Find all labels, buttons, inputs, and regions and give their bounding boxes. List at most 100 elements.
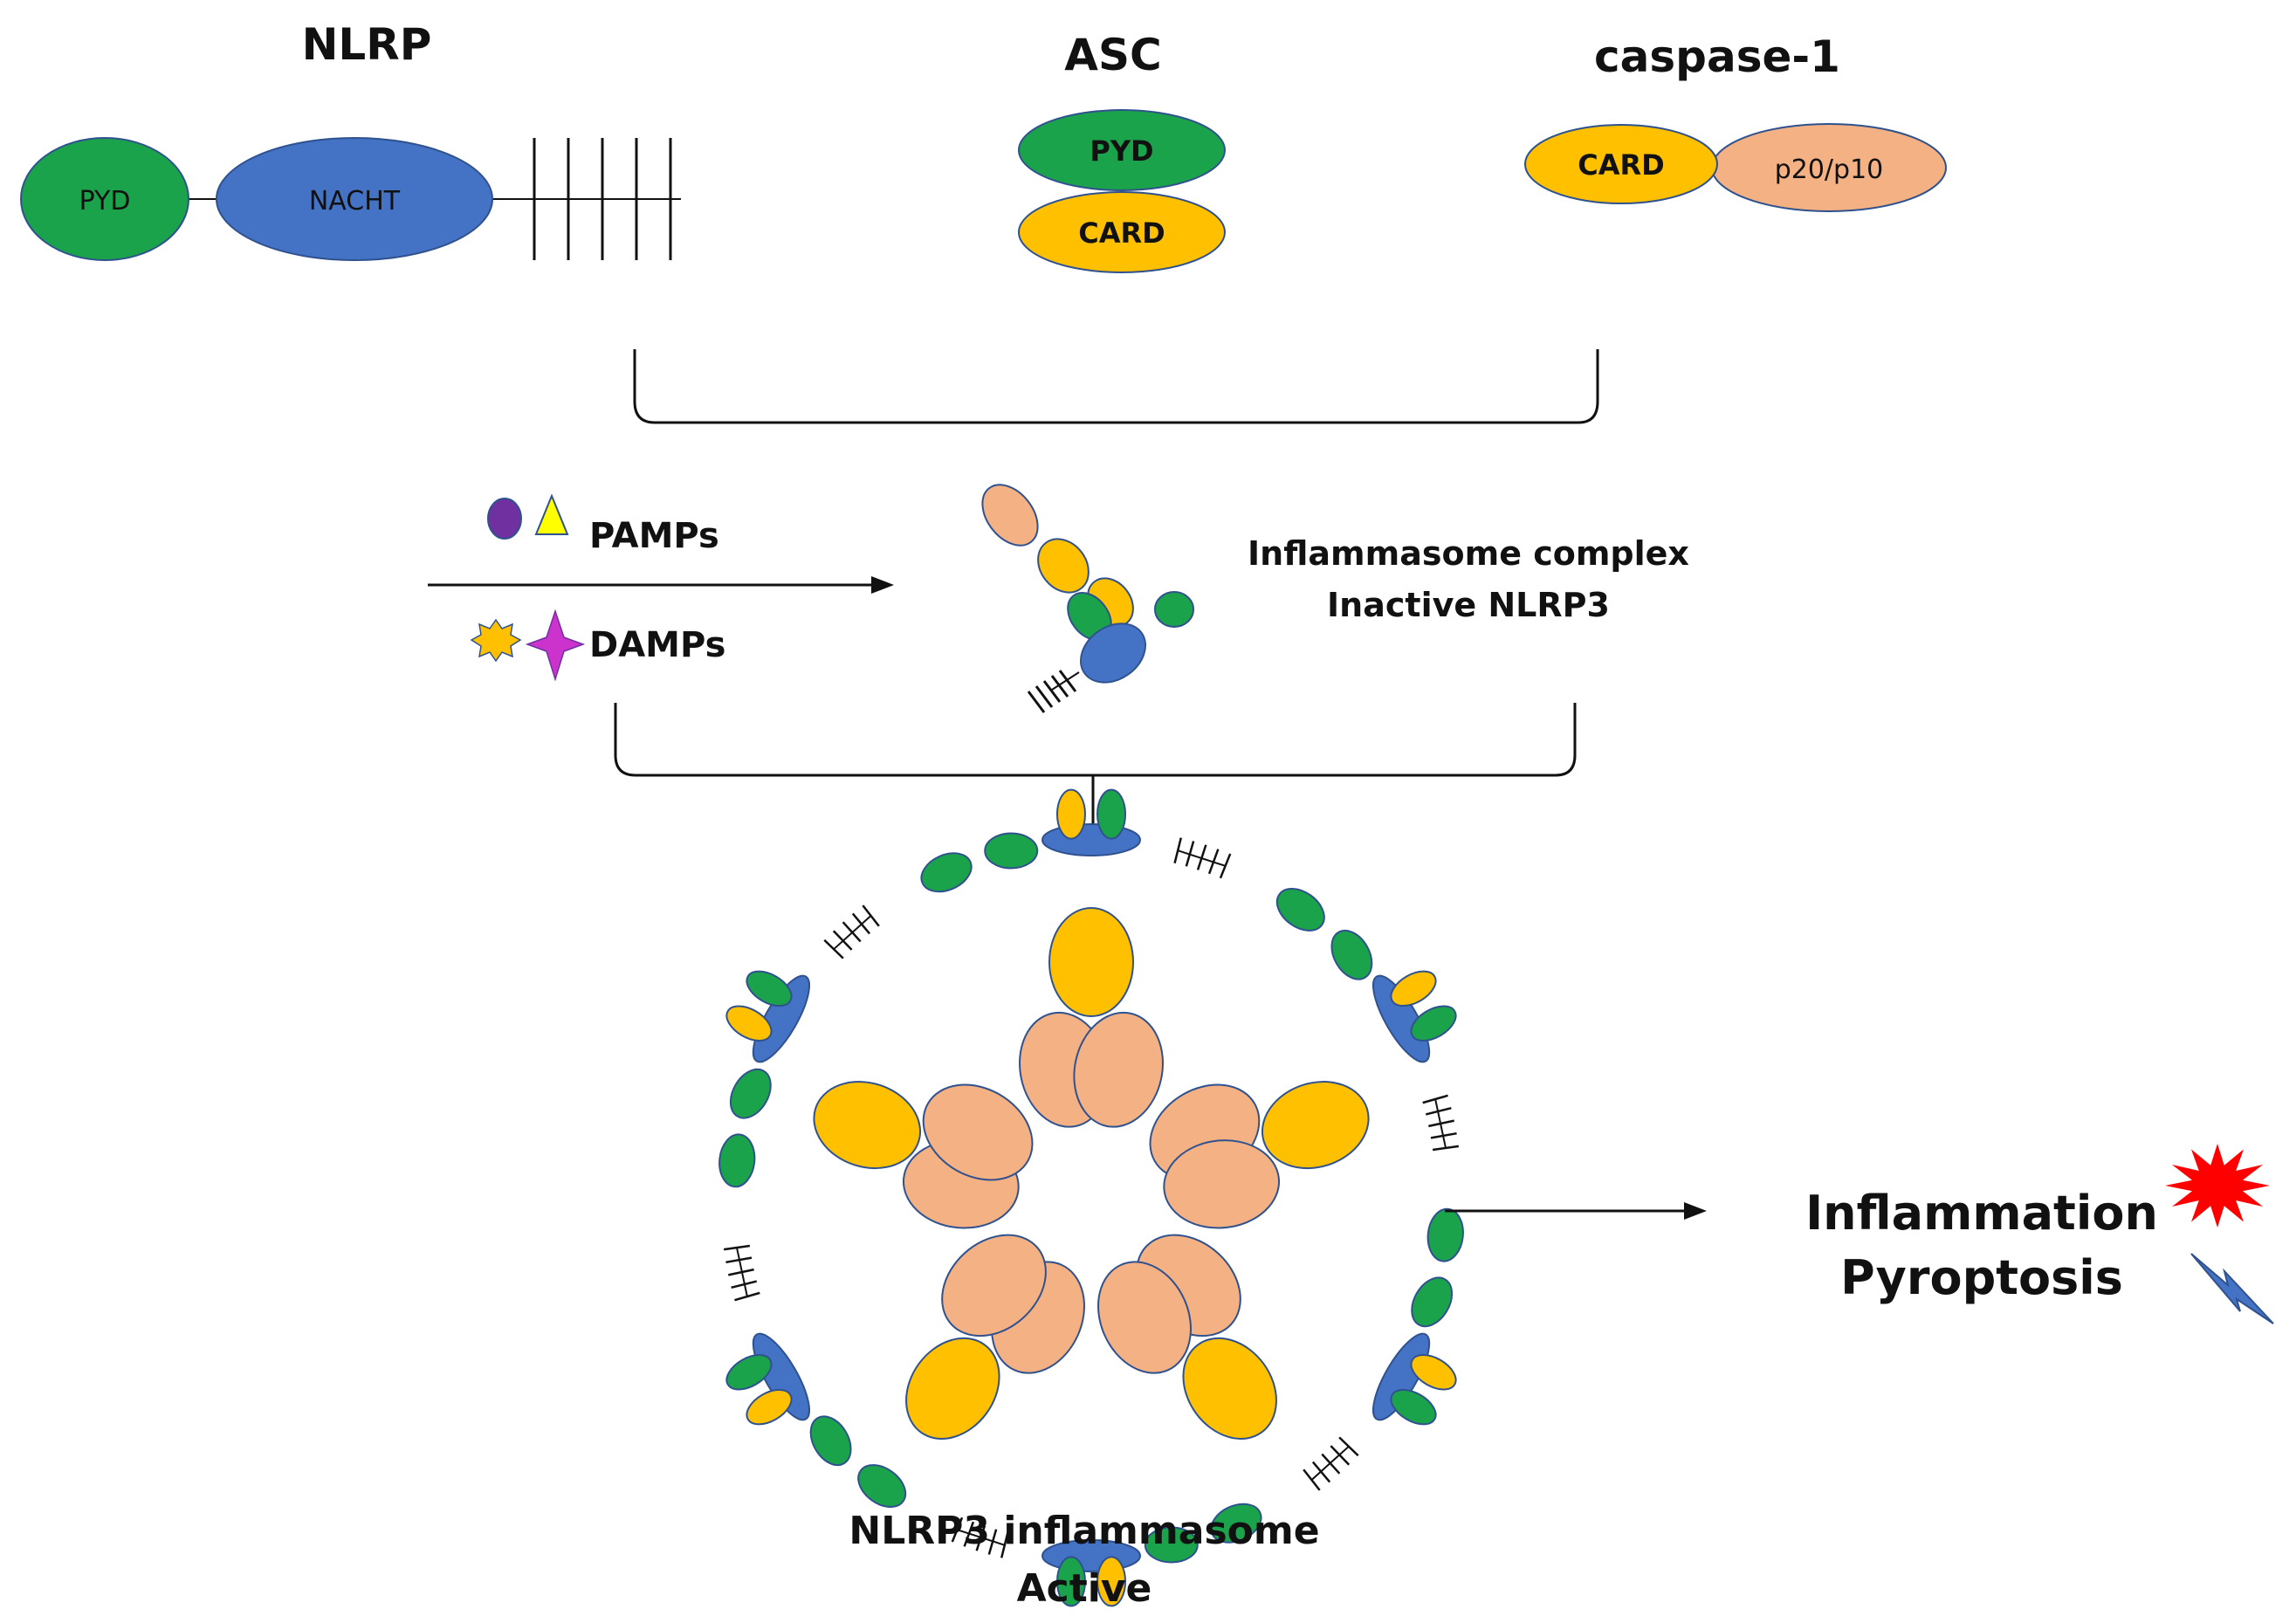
inflammation-burst-icon [2165, 1144, 2270, 1228]
active-label-line2: Active [1017, 1566, 1152, 1611]
nlrp3-pyd-domain [1426, 1207, 1464, 1262]
asc-card-domain [1410, 1354, 1457, 1391]
caspase-p20p10-petal [941, 1234, 1047, 1338]
caspase1-card-domain [1524, 124, 1718, 204]
asc-pyd-domain [1018, 109, 1226, 191]
nlrp3-lrr-repeat [963, 1521, 975, 1547]
nlrp3-lrr-repeat [851, 912, 871, 935]
asc-pyd-domain [1096, 788, 1127, 840]
caspase1-title: caspase-1 [1594, 31, 1840, 82]
nlrp3-pyd-domain [1275, 887, 1325, 932]
active-label-line1: NLRP3 inflammasome [849, 1509, 1319, 1553]
nlrp-pyd-label: PYD [79, 186, 131, 217]
caspase-card-domain [1261, 1081, 1370, 1170]
nlrp3-pyd-domain [920, 852, 973, 893]
nlrp3-lrr-repeat [1430, 1131, 1457, 1139]
nlrp3-lrr-repeat [723, 1244, 751, 1251]
caspase-card-domain [1048, 907, 1134, 1017]
nlrp3-lrr-repeat [734, 1291, 760, 1302]
nlrp3-nacht-domain [752, 1332, 810, 1421]
nlrp3-lrr-repeat [731, 1280, 758, 1289]
asc-pyd-label: PYD [1090, 134, 1153, 168]
nlrp3-pyd-domain [1411, 1276, 1454, 1328]
asc-card-domain [725, 1005, 773, 1042]
damp-star-icon [470, 618, 522, 663]
nlrp3-lrr-repeat [842, 921, 862, 943]
pyroptosis-bolt-icon [2190, 1253, 2274, 1324]
asc-pyd-domain [1055, 1556, 1086, 1607]
damp-cross-icon [525, 609, 586, 682]
burst-shape [2165, 1144, 2270, 1228]
asc-pyd-domain [746, 970, 793, 1007]
nlrp3-nacht-domain [1372, 1332, 1431, 1421]
nlrp3-pyd-domain [718, 1133, 756, 1188]
nlrp3-lrr-repeat [728, 1268, 754, 1276]
nlrp3-nacht-domain [1041, 823, 1141, 856]
caspase-p20p10-petal [1163, 1139, 1281, 1229]
asc-card-domain [1390, 970, 1437, 1007]
nlrp3-lrr-repeat [1425, 1106, 1452, 1116]
asc-pyd-domain [725, 1354, 773, 1391]
nlrp3-nacht-domain [752, 974, 810, 1063]
nlrp3-lrr-repeat [1311, 1461, 1331, 1483]
nlrp-title: NLRP [302, 19, 432, 70]
nlrp3-lrr-repeat [1330, 1445, 1351, 1466]
inactive-complex-icon [981, 484, 1194, 713]
asc-card-domain [1096, 1556, 1127, 1607]
bottom-bracket [614, 703, 1577, 777]
caspase-card-domain [1182, 1337, 1277, 1440]
pamp-circle-icon [487, 498, 522, 540]
caspase-card-domain [905, 1337, 1000, 1440]
caspase1-card-label: CARD [1578, 148, 1664, 182]
nlrp-nacht-domain [216, 137, 493, 261]
output-arrow-head [1684, 1202, 1707, 1220]
nlrp3-lrr-repeat [1219, 853, 1232, 879]
nlrp-lrr-repeats [533, 138, 672, 260]
nlrp3-lrr-repeat [862, 904, 880, 927]
nlrp3-lrr-repeat [1338, 1436, 1359, 1457]
damps-label: DAMPs [589, 625, 725, 665]
top-bracket [633, 349, 1599, 424]
nlrp3-pyd-domain [984, 832, 1039, 870]
nlrp3-lrr-repeat [725, 1256, 753, 1264]
nlrp3-lrr-repeat [1432, 1145, 1460, 1152]
nlrp3-lrr-repeat [1196, 844, 1207, 870]
nlrp3-lrr-repeat [823, 939, 844, 959]
asc-title: ASC [1064, 30, 1161, 80]
nlrp3-lrr-repeat [1173, 837, 1183, 864]
nlrp3-pyd-domain [729, 1068, 772, 1119]
asc-card-label: CARD [1078, 217, 1165, 250]
active-inflammasome-ring [718, 788, 1464, 1607]
nlrp3-pyd-domain [809, 1415, 852, 1467]
nlrp3-lrr-repeat [1207, 849, 1220, 875]
nlrp3-lrr-repeat [832, 930, 853, 951]
pamps-label: PAMPs [589, 516, 719, 556]
nlrp3-lrr-repeat [1422, 1094, 1448, 1104]
asc-pyd-domain [1410, 1005, 1457, 1042]
caspase-p20p10-petal [1073, 1011, 1164, 1128]
nlrp3-lrr-repeat [1321, 1453, 1341, 1475]
caspase-p20p10-petal [922, 1083, 1034, 1181]
inflammation-label: Inflammation [1805, 1186, 2158, 1241]
nlrp3-pyd-domain [1330, 929, 1373, 980]
nlrp3-lrr-repeat [951, 1516, 964, 1543]
nlrp3-lrr-repeat [987, 1529, 998, 1555]
pamp-triangle-icon [534, 493, 569, 535]
asc-card-domain [746, 1388, 793, 1426]
complex-label-line2: Inactive NLRP3 [1327, 586, 1610, 624]
nlrp3-pyd-domain [857, 1464, 907, 1509]
asc-card-domain [1055, 788, 1086, 840]
nlrp-pyd-domain [20, 137, 189, 261]
stimulus-arrow-head [871, 576, 894, 594]
asc-card-domain [1018, 191, 1226, 273]
nlrp3-lrr-repeat [1428, 1119, 1454, 1128]
nlrp3-lrr-repeat [1303, 1468, 1321, 1491]
caspase-card-domain [813, 1081, 922, 1170]
complex-label-line1: Inflammasome complex [1248, 534, 1689, 573]
nlrp3-nacht-domain [1372, 974, 1431, 1063]
pyroptosis-label: Pyroptosis [1840, 1250, 2123, 1305]
nlrp3-lrr-repeat [1185, 841, 1195, 867]
asc-pyd-domain [1390, 1388, 1437, 1426]
caspase1-p20p10-label: p20/p10 [1775, 155, 1884, 185]
